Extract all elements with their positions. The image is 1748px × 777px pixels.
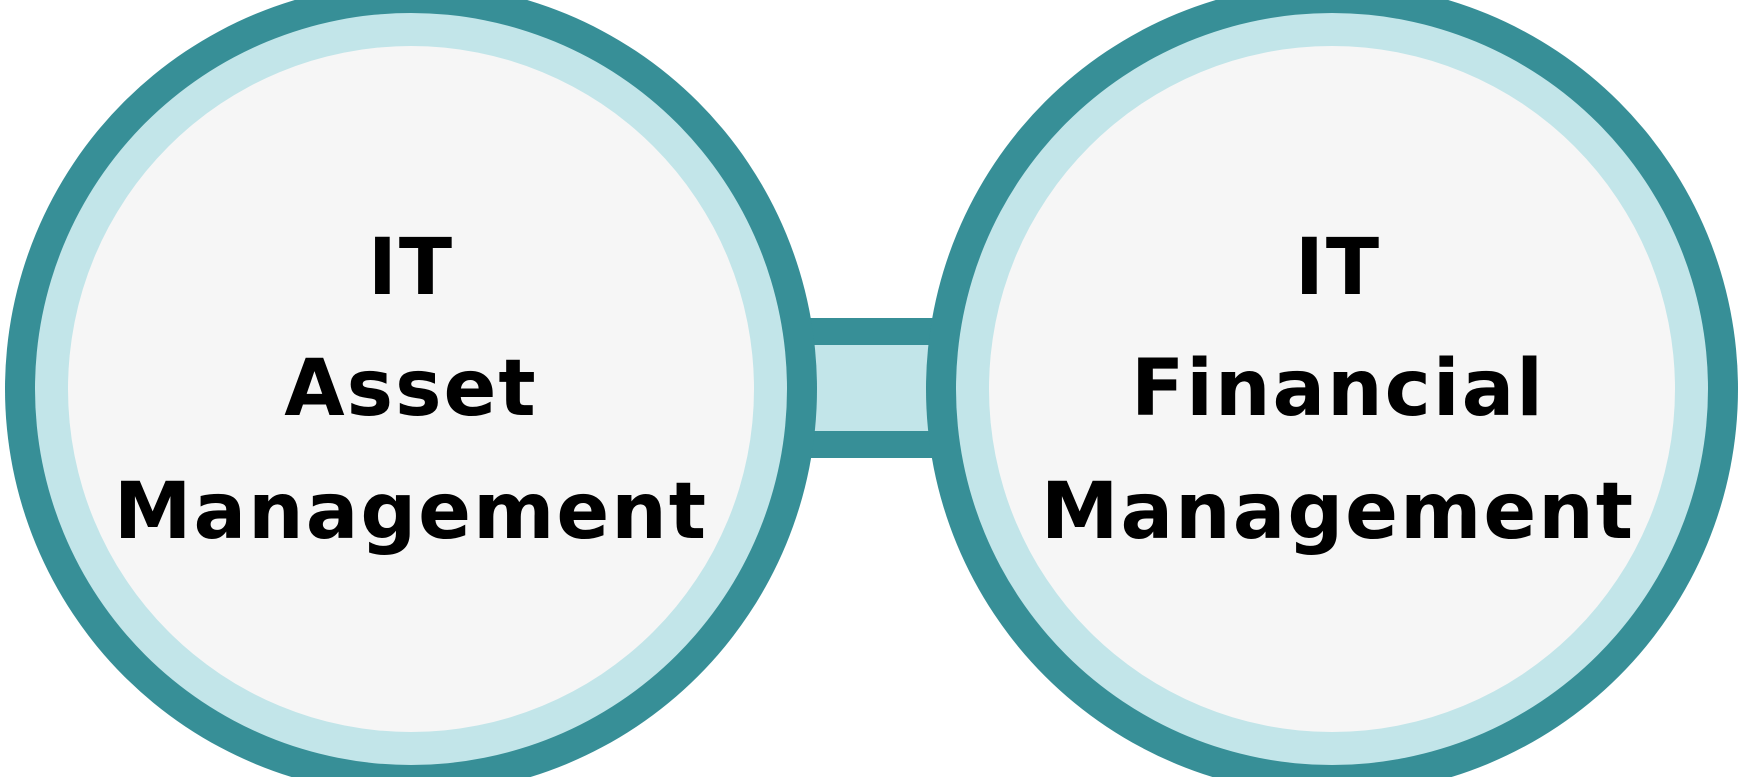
left-label-line-1: IT — [368, 223, 454, 313]
right-circle — [926, 0, 1738, 777]
right-circle-fill — [989, 46, 1675, 732]
left-circle — [5, 0, 817, 777]
right-circle-label: IT Financial Management — [1041, 223, 1635, 557]
left-circle-label: IT Asset Management — [114, 223, 708, 557]
left-label-line-2: Asset — [284, 344, 537, 434]
left-circle-fill — [68, 46, 754, 732]
left-label-line-3: Management — [114, 467, 708, 557]
right-label-line-3: Management — [1041, 467, 1635, 557]
right-label-line-1: IT — [1295, 223, 1381, 313]
right-label-line-2: Financial — [1131, 344, 1545, 434]
